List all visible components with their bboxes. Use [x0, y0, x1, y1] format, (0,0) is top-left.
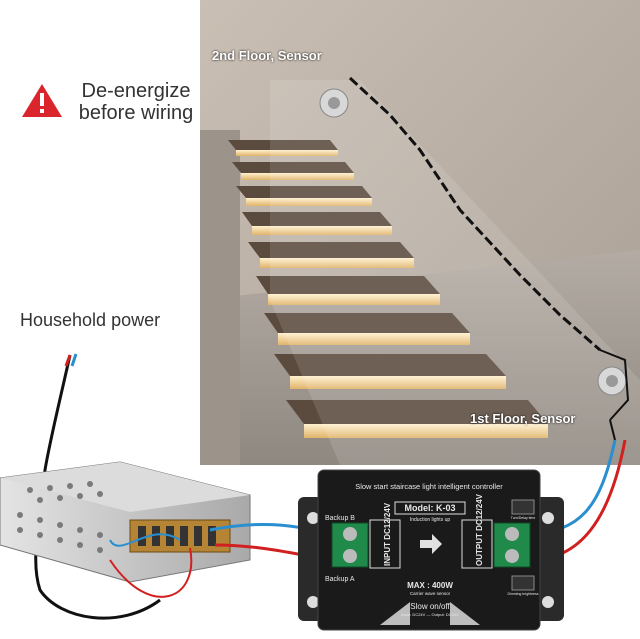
warning-line2: before wiring: [78, 102, 194, 124]
max-sub-label: Carrier wave sensor: [410, 591, 451, 596]
stair-steps: [228, 140, 548, 438]
warning-callout: De-energize before wiring: [76, 80, 196, 124]
input-label: INPUT DC12/24V: [383, 502, 392, 566]
staircase-photo: [200, 0, 640, 465]
household-power-label: Household power: [20, 310, 161, 330]
controller-title: Slow start staircase light intelligent c…: [355, 482, 503, 491]
output-label: OUTPUT DC12/24V: [475, 493, 484, 566]
signal-cable: [348, 76, 630, 421]
power-supply-unit: [0, 461, 251, 583]
floor1-sensor-label: 1st Floor, Sensor: [470, 411, 576, 426]
controller-box: [298, 469, 564, 631]
max-power-label: MAX : 400W: [407, 581, 453, 590]
knob-bottom-label: Dimming brightness: [508, 592, 539, 596]
backup-b-label: Backup B: [325, 515, 355, 522]
warning-line1: De-energize: [81, 80, 191, 102]
controller-subtitle: Induction lights up: [410, 517, 451, 523]
controller-model: Model: K-03: [404, 503, 455, 513]
slow-sub-label: Input: DC24V — Output: DC24V: [401, 612, 459, 617]
warning-icon: [22, 84, 62, 117]
sensor-bottom: [597, 366, 627, 396]
backup-a-label: Backup A: [325, 576, 355, 583]
knob-top-label: Turn/Delay time: [511, 516, 536, 520]
ramp-graphic: [380, 602, 480, 625]
slow-label: Slow on/off: [410, 602, 450, 611]
floor2-sensor-label: 2nd Floor, Sensor: [212, 48, 322, 63]
sensor-top: [319, 88, 349, 118]
